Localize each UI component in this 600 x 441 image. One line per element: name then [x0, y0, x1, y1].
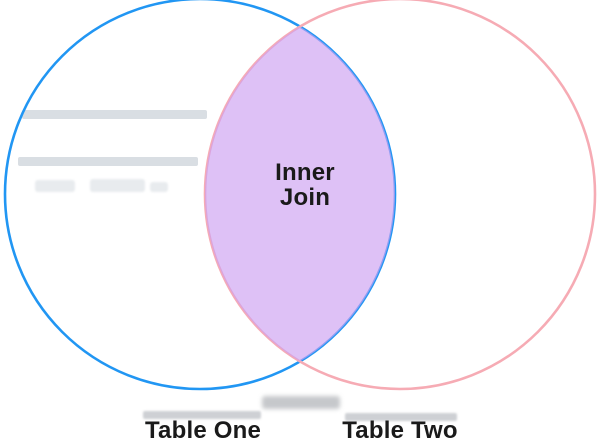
- table-two-label: Table Two: [342, 417, 458, 441]
- inner-join-region: [205, 26, 395, 362]
- table-two-circle: [203, 0, 597, 391]
- table-one-label: Table One: [144, 417, 262, 441]
- table-one-circle: [3, 0, 397, 391]
- inner-join-label: Inner Join: [275, 159, 335, 211]
